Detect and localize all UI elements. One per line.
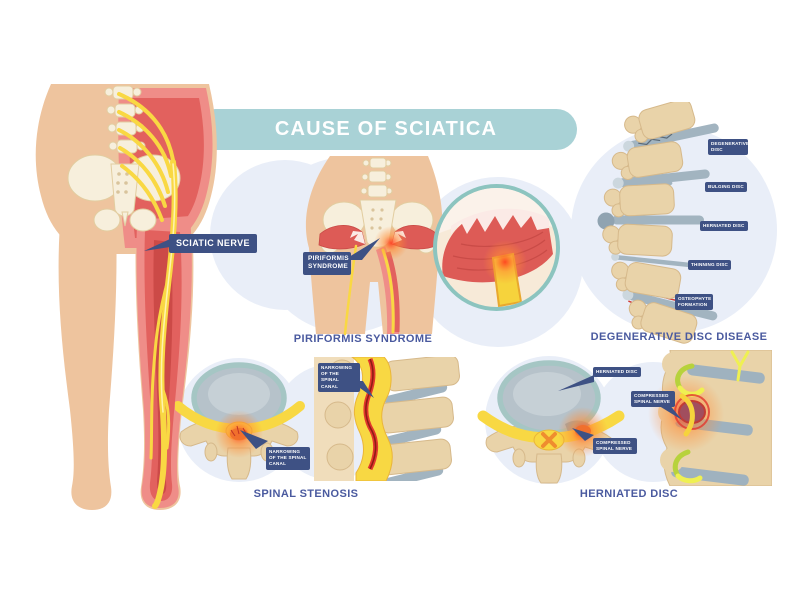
compression-glow: [483, 240, 527, 284]
compressed-nerve-axial-callout: COMPRESSED SPINAL NERVE: [593, 438, 637, 455]
muscle-jagged-edge: [451, 208, 549, 234]
sacral-foramina-dots: [116, 172, 129, 194]
vertebral-bodies: [376, 357, 460, 476]
osteophyte-formation-label: OSTEOPHYTE FORMATION: [675, 294, 713, 311]
callout-pointer: [144, 239, 170, 251]
piriformis-closeup: [437, 188, 556, 307]
stenosis-caption: SPINAL STENOSIS: [253, 488, 359, 500]
bulging-disc-label: BULGING DISC: [705, 182, 747, 193]
piriformis-syndrome-callout: PIRIFORMIS SYNDROME: [303, 252, 351, 275]
piriformis-caption: PIRIFORMIS SYNDROME: [293, 333, 433, 345]
callout-pointer: [240, 430, 268, 449]
compressed-nerve-sagittal-callout: COMPRESSED SPINAL NERVE: [631, 391, 675, 408]
callout-pointer: [558, 375, 594, 391]
sacral-dots: [370, 208, 384, 230]
herniated-sagittal-spine: [648, 350, 772, 486]
disc-bars: [378, 382, 448, 481]
lateral-spine-illustration: [597, 102, 719, 344]
callout-pointer: [656, 404, 682, 420]
thinning-disc-label: THINNING DISC: [688, 260, 732, 271]
herniated-disc-callout: HERNIATED DISC: [593, 367, 641, 378]
page-title: CAUSE OF SCIATICA: [274, 118, 498, 140]
vertebrae: [602, 102, 698, 344]
callout-pointer: [572, 428, 594, 441]
stenosis-axial-callout: NARROWING OF THE SPINAL CANAL: [266, 447, 310, 470]
stenosis-sagittal-callout: NARROWING OF THE SPINAL CANAL: [318, 363, 360, 392]
degenerative-caption: DEGENERATIVE DISC DISEASE: [590, 331, 768, 343]
herniated-disc-label: HERNIATED DISC: [700, 221, 748, 232]
piriformis-zoom-inset: [433, 184, 560, 311]
degenerative-disc-label: DEGENERATIVE DISC: [708, 139, 749, 156]
sciatic-nerve-callout: SCIATIC NERVE: [169, 234, 257, 253]
legs-back-view-illustration: [35, 84, 217, 510]
deflected-nerve: [679, 393, 695, 437]
herniated-caption: HERNIATED DISC: [579, 488, 679, 500]
compression-glow: [374, 226, 408, 260]
title-banner: CAUSE OF SCIATICA: [195, 109, 577, 150]
callout-pointer: [344, 238, 380, 260]
